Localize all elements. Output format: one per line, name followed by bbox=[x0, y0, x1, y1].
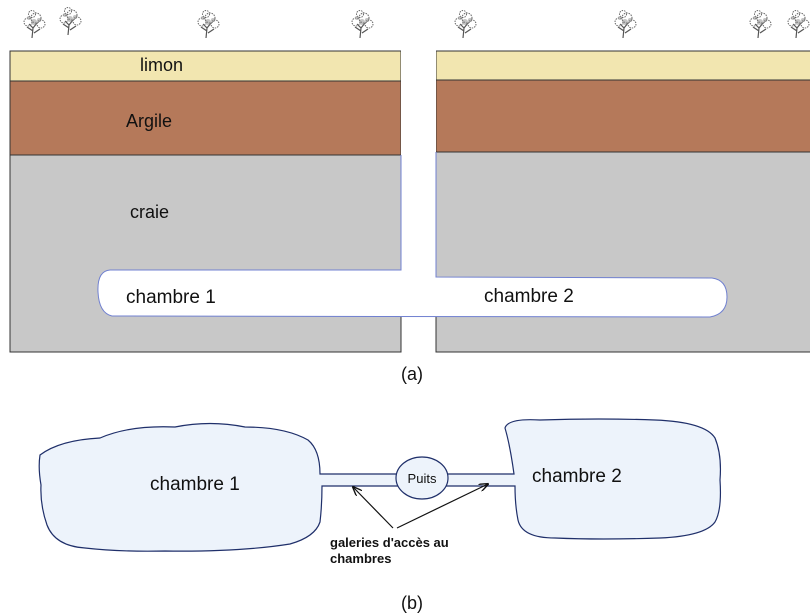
puits-shape bbox=[395, 456, 449, 500]
tree-icon bbox=[59, 6, 82, 36]
layer-limon-left bbox=[9, 50, 402, 82]
layer-argile-left bbox=[9, 80, 402, 156]
tree-icon bbox=[454, 9, 477, 39]
layer-limon-right bbox=[435, 50, 810, 81]
chambre-2-shape bbox=[445, 418, 722, 540]
tree-icon bbox=[23, 9, 46, 39]
cavity-outline bbox=[97, 152, 728, 318]
label-galeries-line-2: chambres bbox=[330, 551, 391, 566]
layer-argile-right bbox=[435, 79, 810, 153]
label-chambre-1-section: chambre 1 bbox=[126, 287, 216, 308]
tree-icon bbox=[787, 9, 810, 39]
tree-icon bbox=[749, 9, 772, 39]
tree-icon bbox=[351, 9, 374, 39]
label-argile: Argile bbox=[126, 111, 172, 131]
arrow-icon bbox=[353, 487, 394, 529]
label-chambre-2-plan: chambre 2 bbox=[532, 466, 622, 487]
label-chambre-2-section: chambre 2 bbox=[484, 286, 574, 307]
caption-a: (a) bbox=[401, 364, 423, 384]
layer-craie-left bbox=[9, 154, 402, 353]
label-puits: Puits bbox=[408, 471, 437, 486]
caption-b: (b) bbox=[401, 593, 423, 613]
label-limon: limon bbox=[140, 55, 183, 75]
arrow-icon bbox=[396, 484, 488, 529]
label-craie: craie bbox=[130, 202, 169, 222]
chambre-1-shape bbox=[38, 422, 399, 552]
tree-icon bbox=[197, 9, 220, 39]
trees bbox=[23, 6, 810, 39]
layer-craie-right bbox=[435, 151, 810, 353]
section-a: limon Argile craie chambre 1 chambre 2 (… bbox=[9, 6, 810, 384]
label-galeries-line-1: galeries d'accès au bbox=[330, 535, 449, 550]
label-chambre-1-plan: chambre 1 bbox=[150, 474, 240, 495]
cavity bbox=[97, 40, 727, 317]
tree-icon bbox=[614, 9, 637, 39]
section-b: Puits chambre 1 chambre 2 galeries d'acc… bbox=[38, 418, 722, 613]
